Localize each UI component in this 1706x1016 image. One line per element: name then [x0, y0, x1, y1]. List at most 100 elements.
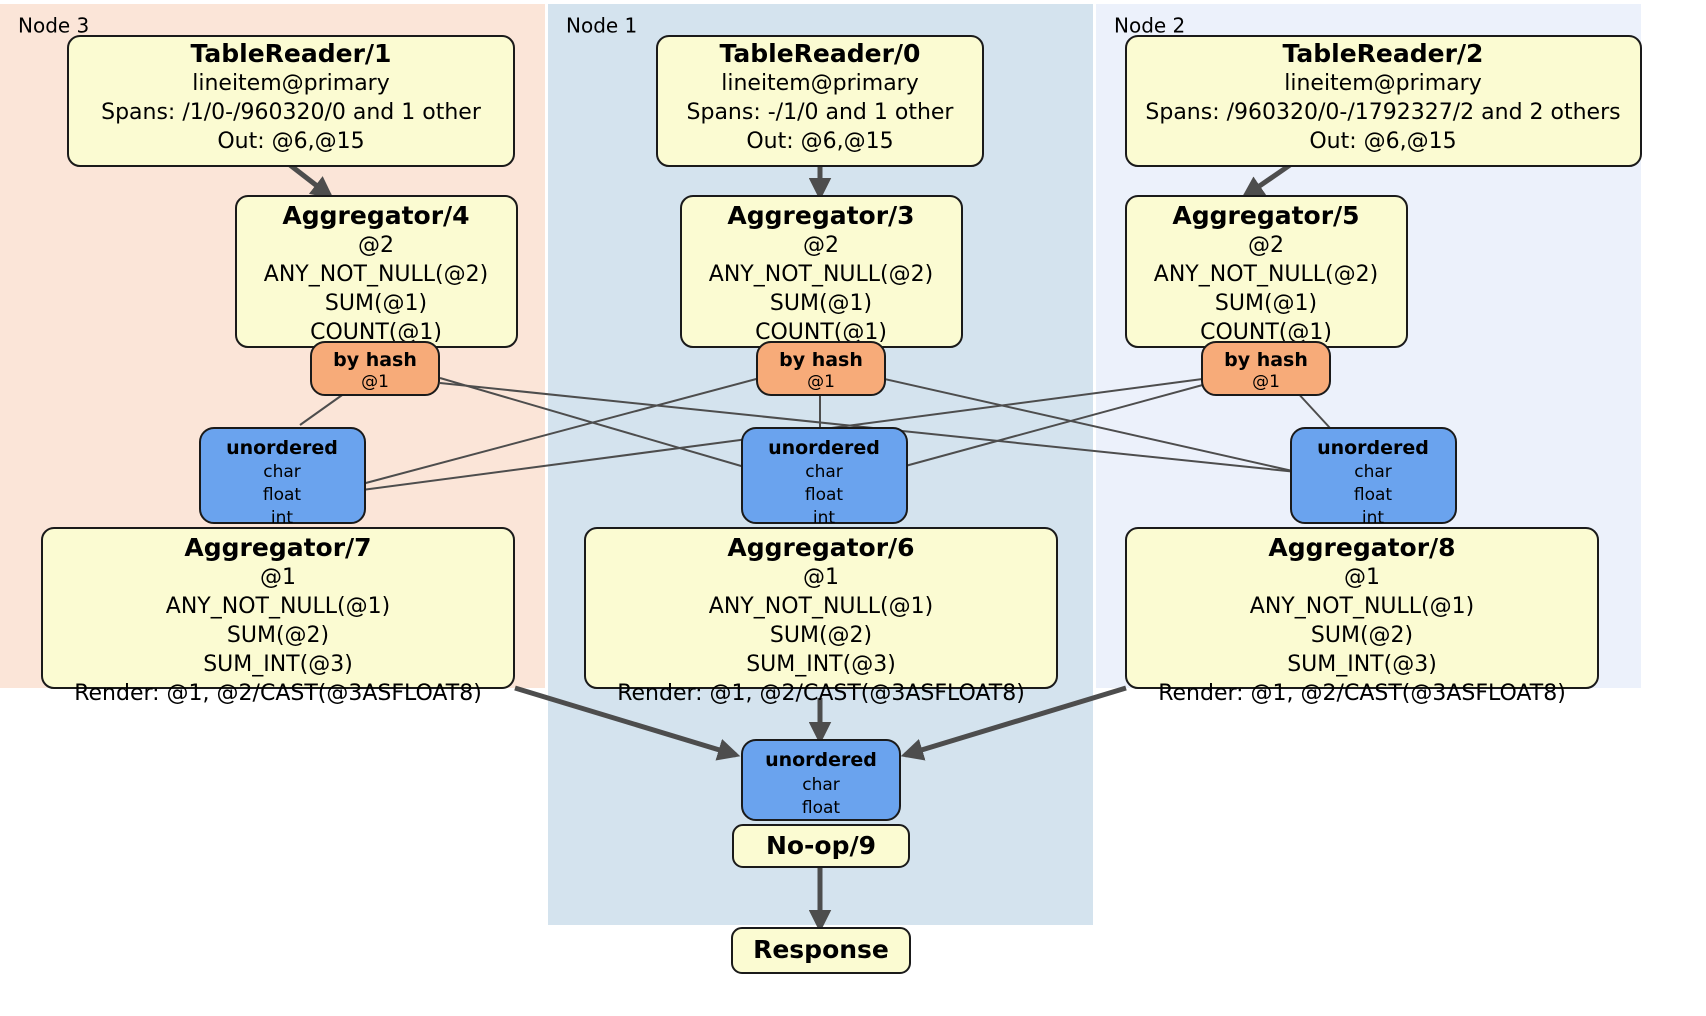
stream-unordered-mid[interactable]: unordered char float int [741, 427, 908, 528]
processor-aggregator4-line-3: COUNT(@1) [310, 320, 442, 345]
stream-unordered-right-line-0: char [1354, 462, 1392, 482]
stream-unordered-right-title: unordered [1317, 437, 1429, 459]
processor-aggregator5[interactable]: Aggregator/5 @2 ANY_NOT_NULL(@2) SUM(@1)… [1125, 195, 1408, 348]
node-panel-label-node3: Node 3 [18, 14, 89, 38]
processor-tablereader2-box[interactable] [1125, 35, 1642, 167]
processor-tablereader0-line-0: lineitem@primary [721, 71, 919, 96]
processor-response-title: Response [753, 935, 889, 964]
router-byhash-mid[interactable]: by hash @1 [756, 341, 886, 396]
processor-aggregator3-title: Aggregator/3 [727, 201, 914, 230]
router-byhash-right-box[interactable] [1201, 341, 1331, 396]
processor-tablereader2-line-1: Spans: /960320/0-/1792327/2 and 2 others [1145, 100, 1620, 125]
router-byhash-left-box[interactable] [310, 341, 440, 396]
processor-aggregator5-title: Aggregator/5 [1172, 201, 1359, 230]
processor-aggregator7-line-4: Render: @1, @2/CAST(@3ASFLOAT8) [74, 681, 482, 706]
node-panel-label-node1: Node 1 [566, 14, 637, 38]
processor-tablereader0-title: TableReader/0 [720, 39, 921, 68]
processor-aggregator8-line-1: ANY_NOT_NULL(@1) [1250, 594, 1474, 619]
processor-aggregator7-line-2: SUM(@2) [227, 623, 329, 648]
processor-noop9[interactable]: No-op/9 [732, 824, 910, 868]
processor-aggregator6[interactable]: Aggregator/6 @1 ANY_NOT_NULL(@1) SUM(@2)… [584, 527, 1058, 706]
processor-tablereader1-line-1: Spans: /1/0-/960320/0 and 1 other [101, 100, 482, 125]
processor-aggregator3-line-2: SUM(@1) [770, 291, 872, 316]
processor-tablereader0-box[interactable] [656, 35, 984, 167]
router-byhash-mid-line-0: @1 [807, 372, 835, 392]
processor-aggregator8-line-2: SUM(@2) [1311, 623, 1413, 648]
edge-byhash-mid-to-unordered-right [879, 377, 1298, 473]
processor-tablereader1-line-0: lineitem@primary [192, 71, 390, 96]
edge-tablereader2-to-aggregator5 [1241, 162, 1292, 199]
stream-unordered-final-title: unordered [765, 749, 877, 771]
final-merge-edges [514, 685, 1127, 761]
router-byhash-left-line-0: @1 [361, 372, 389, 392]
stream-unordered-final-line-0: char [802, 775, 840, 795]
router-byhash-left[interactable]: by hash @1 [310, 341, 440, 396]
processor-aggregator6-line-0: @1 [803, 565, 839, 590]
router-byhash-right[interactable]: by hash @1 [1201, 341, 1331, 396]
processor-aggregator5-line-0: @2 [1248, 233, 1284, 258]
processor-aggregator6-line-4: Render: @1, @2/CAST(@3ASFLOAT8) [617, 681, 1025, 706]
processor-aggregator8-line-0: @1 [1344, 565, 1380, 590]
processor-tablereader0[interactable]: TableReader/0 lineitem@primary Spans: -/… [656, 35, 984, 167]
processor-tablereader0-line-1: Spans: -/1/0 and 1 other [687, 100, 955, 125]
stream-unordered-left[interactable]: unordered char float int [199, 427, 366, 528]
processor-aggregator3-line-0: @2 [803, 233, 839, 258]
stream-unordered-right-box[interactable] [1290, 427, 1457, 524]
processor-aggregator7-line-3: SUM_INT(@3) [203, 652, 353, 677]
stream-unordered-mid-box[interactable] [741, 427, 908, 524]
processor-aggregator7-line-0: @1 [260, 565, 296, 590]
processor-tablereader2-line-2: Out: @6,@15 [1309, 129, 1456, 154]
processor-aggregator4-line-1: ANY_NOT_NULL(@2) [264, 262, 488, 287]
edge-byhash-right-to-unordered-right [1294, 389, 1331, 429]
processor-tablereader2-title: TableReader/2 [1283, 39, 1484, 68]
processor-tablereader1-box[interactable] [67, 35, 515, 167]
processor-aggregator7[interactable]: Aggregator/7 @1 ANY_NOT_NULL(@1) SUM(@2)… [41, 527, 515, 706]
processor-aggregator7-box[interactable] [41, 527, 515, 689]
processor-aggregator4-line-2: SUM(@1) [325, 291, 427, 316]
stream-unordered-left-box[interactable] [199, 427, 366, 524]
stream-unordered-right[interactable]: unordered char float int [1290, 427, 1457, 528]
processor-aggregator4-line-0: @2 [358, 233, 394, 258]
stream-unordered-left-title: unordered [226, 437, 338, 459]
stream-unordered-final-line-1: float [802, 798, 841, 818]
processor-aggregator8[interactable]: Aggregator/8 @1 ANY_NOT_NULL(@1) SUM(@2)… [1125, 527, 1599, 706]
processor-aggregator6-box[interactable] [584, 527, 1058, 689]
processor-aggregator7-line-1: ANY_NOT_NULL(@1) [166, 594, 390, 619]
stream-unordered-right-line-1: float [1354, 485, 1393, 505]
router-byhash-mid-box[interactable] [756, 341, 886, 396]
processor-aggregator5-line-3: COUNT(@1) [1200, 320, 1332, 345]
stream-unordered-left-line-1: float [263, 485, 302, 505]
processor-aggregator6-line-3: SUM_INT(@3) [746, 652, 896, 677]
edge-aggregator8-to-unordered-final [900, 685, 1127, 761]
processor-aggregator4-title: Aggregator/4 [282, 201, 469, 230]
processor-tablereader2[interactable]: TableReader/2 lineitem@primary Spans: /9… [1125, 35, 1642, 167]
processor-tablereader1-line-2: Out: @6,@15 [217, 129, 364, 154]
processor-aggregator4[interactable]: Aggregator/4 @2 ANY_NOT_NULL(@2) SUM(@1)… [235, 195, 518, 348]
edge-aggregator7-to-unordered-final [514, 685, 741, 761]
router-byhash-right-title: by hash [1224, 349, 1308, 371]
processor-response[interactable]: Response [731, 927, 911, 974]
processor-noop9-title: No-op/9 [766, 831, 876, 860]
processor-tablereader1[interactable]: TableReader/1 lineitem@primary Spans: /1… [67, 35, 515, 167]
processor-aggregator6-line-1: ANY_NOT_NULL(@1) [709, 594, 933, 619]
processor-aggregator8-box[interactable] [1125, 527, 1599, 689]
processor-tablereader1-title: TableReader/1 [191, 39, 392, 68]
stream-unordered-mid-title: unordered [768, 437, 880, 459]
stream-unordered-final-box[interactable] [741, 739, 901, 821]
processor-noop9-box[interactable] [732, 824, 910, 868]
processor-aggregator6-title: Aggregator/6 [727, 533, 914, 562]
stream-unordered-mid-line-2: int [813, 508, 835, 528]
processor-aggregator5-line-1: ANY_NOT_NULL(@2) [1154, 262, 1378, 287]
processor-aggregator3[interactable]: Aggregator/3 @2 ANY_NOT_NULL(@2) SUM(@1)… [680, 195, 963, 348]
processor-response-box[interactable] [731, 927, 911, 974]
stream-unordered-left-line-0: char [263, 462, 301, 482]
stream-unordered-left-line-2: int [271, 508, 293, 528]
edge-byhash-right-to-unordered-mid [897, 382, 1211, 469]
edge-tablereader1-to-aggregator4 [288, 163, 334, 199]
stream-unordered-right-line-2: int [1362, 508, 1384, 528]
router-byhash-left-title: by hash [333, 349, 417, 371]
processor-aggregator8-title: Aggregator/8 [1268, 533, 1455, 562]
stream-unordered-final[interactable]: unordered char float [741, 739, 901, 821]
processor-aggregator8-line-4: Render: @1, @2/CAST(@3ASFLOAT8) [1158, 681, 1566, 706]
